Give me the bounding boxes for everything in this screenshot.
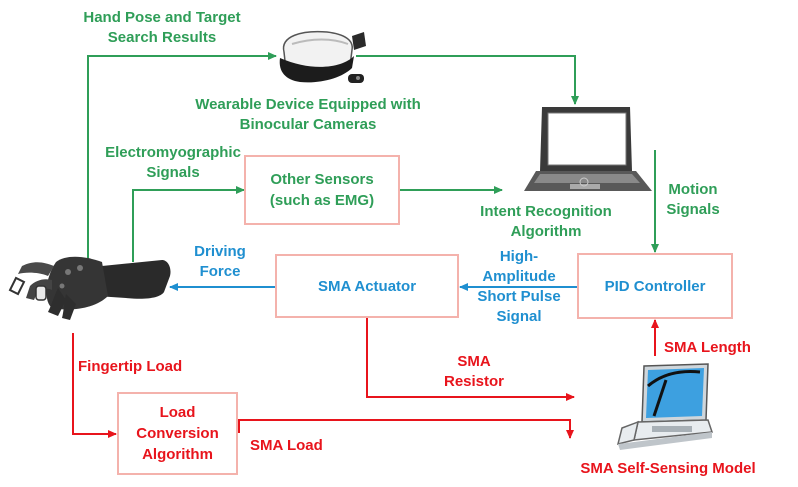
driving-force-label: Driving Force [176, 242, 264, 282]
emg-line2: Signals [146, 164, 200, 181]
load-conversion-line2: Conversion [136, 425, 219, 442]
pulse-line1: High- [499, 248, 539, 265]
vr-headset-icon [279, 30, 366, 83]
other-sensors-box: Other Sensors (such as EMG) [244, 155, 400, 225]
robotic-hand-icon [8, 256, 171, 320]
wearable-line1: Wearable Device Equipped with [195, 96, 421, 113]
intent-recognition-label: Intent Recognition Algorithm [462, 202, 630, 242]
sma-actuator-label: SMA Actuator [317, 277, 417, 295]
load-conversion-line3: Algorithm [142, 446, 213, 463]
hand-pose-label: Hand Pose and Target Search Results [62, 8, 262, 48]
sma-load-text: SMA Load [250, 437, 323, 454]
hand-to-load-line [72, 333, 117, 438]
wearable-line2: Binocular Cameras [239, 116, 377, 133]
motion-line1: Motion [668, 181, 718, 198]
hand-pose-line1: Hand Pose and Target [83, 9, 241, 26]
pulse-line2: Amplitude [482, 268, 556, 285]
laptop-icon [524, 107, 652, 191]
sma-length-label: SMA Length [664, 338, 772, 358]
driving-line2: Force [199, 263, 241, 280]
pulse-line3: Short Pulse [477, 288, 561, 305]
pid-controller-label: PID Controller [604, 277, 706, 295]
sma-resistor-line2: Resistor [443, 373, 505, 390]
other-sensors-line1: Other Sensors [270, 171, 374, 188]
emg-line1: Electromyographic [105, 144, 241, 161]
sma-load-label: SMA Load [250, 436, 346, 456]
other-sensors-line2: (such as EMG) [269, 192, 375, 209]
load-conversion-line1: Load [159, 404, 196, 421]
pulse-signal-label: High- Amplitude Short Pulse Signal [462, 247, 576, 327]
load-conversion-box: Load Conversion Algorithm [117, 392, 238, 475]
self-sensing-text: SMA Self-Sensing Model [580, 460, 756, 477]
headset-to-laptop-line [356, 55, 579, 105]
self-sensing-model-label: SMA Self-Sensing Model [566, 459, 770, 479]
fingertip-load-label: Fingertip Load [78, 357, 202, 377]
actuator-to-model-line [366, 318, 575, 401]
motion-signals-label: Motion Signals [652, 180, 734, 220]
sma-resistor-label: SMA Resistor [424, 352, 524, 392]
hand-pose-line2: Search Results [107, 29, 217, 46]
motion-line2: Signals [666, 201, 720, 218]
intent-line2: Algorithm [510, 223, 582, 240]
hand-to-sensors-line [132, 186, 245, 262]
sma-actuator-box: SMA Actuator [275, 254, 459, 318]
wearable-device-label: Wearable Device Equipped with Binocular … [176, 95, 440, 135]
pid-controller-box: PID Controller [577, 253, 733, 319]
sma-length-text: SMA Length [664, 339, 751, 356]
fingertip-text: Fingertip Load [78, 358, 183, 375]
driving-line1: Driving [194, 243, 246, 260]
load-to-model-line [238, 419, 574, 439]
emg-signals-label: Electromyographic Signals [88, 143, 258, 183]
hand-to-headset-line [87, 52, 277, 262]
laptop-model-icon [616, 363, 714, 450]
pulse-line4: Signal [496, 308, 542, 325]
intent-line1: Intent Recognition [480, 203, 612, 220]
sma-resistor-line1: SMA [457, 353, 491, 370]
